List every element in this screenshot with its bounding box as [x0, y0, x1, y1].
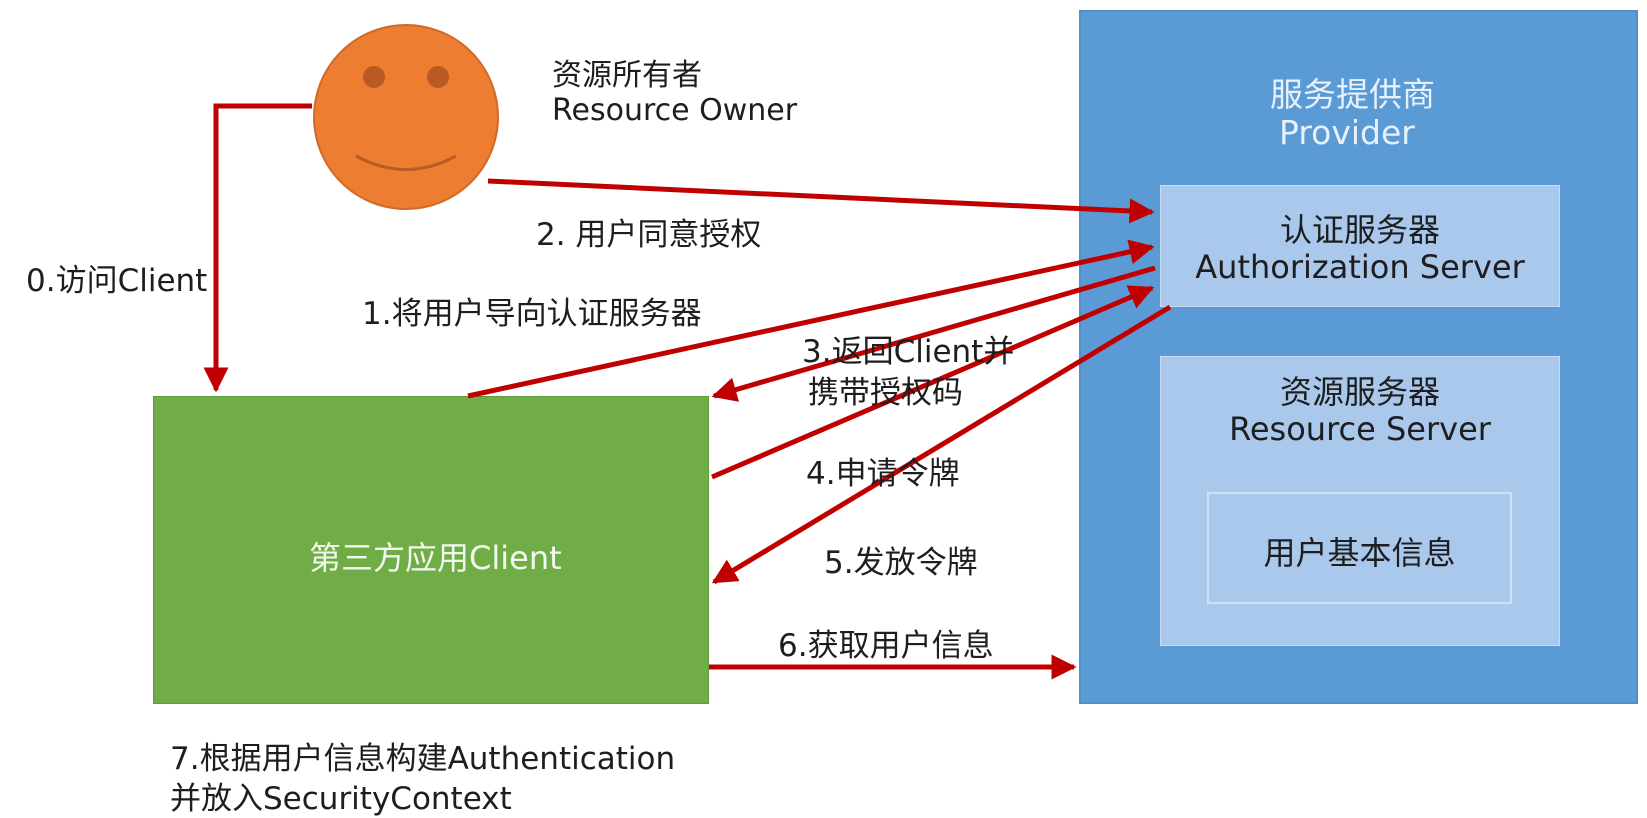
step-2-label: 2. 用户同意授权 — [536, 217, 762, 253]
user-info-box — [1207, 492, 1512, 604]
step-6-label: 6.获取用户信息 — [778, 628, 994, 664]
resource-owner-face-icon — [313, 24, 499, 210]
user-info-label: 用户基本信息 — [1263, 534, 1456, 572]
authorization-server-box — [1160, 185, 1560, 307]
step-5-label: 5.发放令牌 — [824, 545, 978, 581]
resource-server-label-cn: 资源服务器 — [1279, 373, 1440, 411]
resource-owner-label-cn: 资源所有者 — [552, 58, 702, 93]
arrow-step-1 — [467, 239, 1155, 399]
resource-server-label-en: Resource Server — [1229, 410, 1491, 448]
authorization-server-label-cn: 认证服务器 — [1279, 211, 1440, 249]
step-1-label: 1.将用户导向认证服务器 — [362, 296, 702, 332]
authorization-server-label-en: Authorization Server — [1195, 248, 1525, 286]
step-3-label-line2: 携带授权码 — [808, 375, 963, 411]
arrow-step-4 — [711, 285, 1155, 480]
arrow-step-0 — [203, 103, 312, 393]
step-7-label-line1: 7.根据用户信息构建Authentication — [170, 741, 676, 777]
provider-title-cn: 服务提供商 — [1270, 75, 1435, 114]
provider-title-en: Provider — [1279, 113, 1415, 152]
client-label: 第三方应用Client — [309, 539, 562, 577]
step-7-label-line2: 并放入SecurityContext — [170, 781, 512, 817]
client-box — [153, 396, 709, 704]
resource-owner-label-en: Resource Owner — [552, 93, 798, 128]
arrow-step-2 — [487, 178, 1155, 224]
step-3-label-line1: 3.返回Client并 — [802, 334, 1015, 370]
step-0-label: 0.访问Client — [26, 263, 208, 299]
arrow-step-3 — [711, 265, 1156, 402]
arrow-step-5 — [711, 304, 1172, 585]
step-4-label: 4.申请令牌 — [806, 456, 960, 492]
